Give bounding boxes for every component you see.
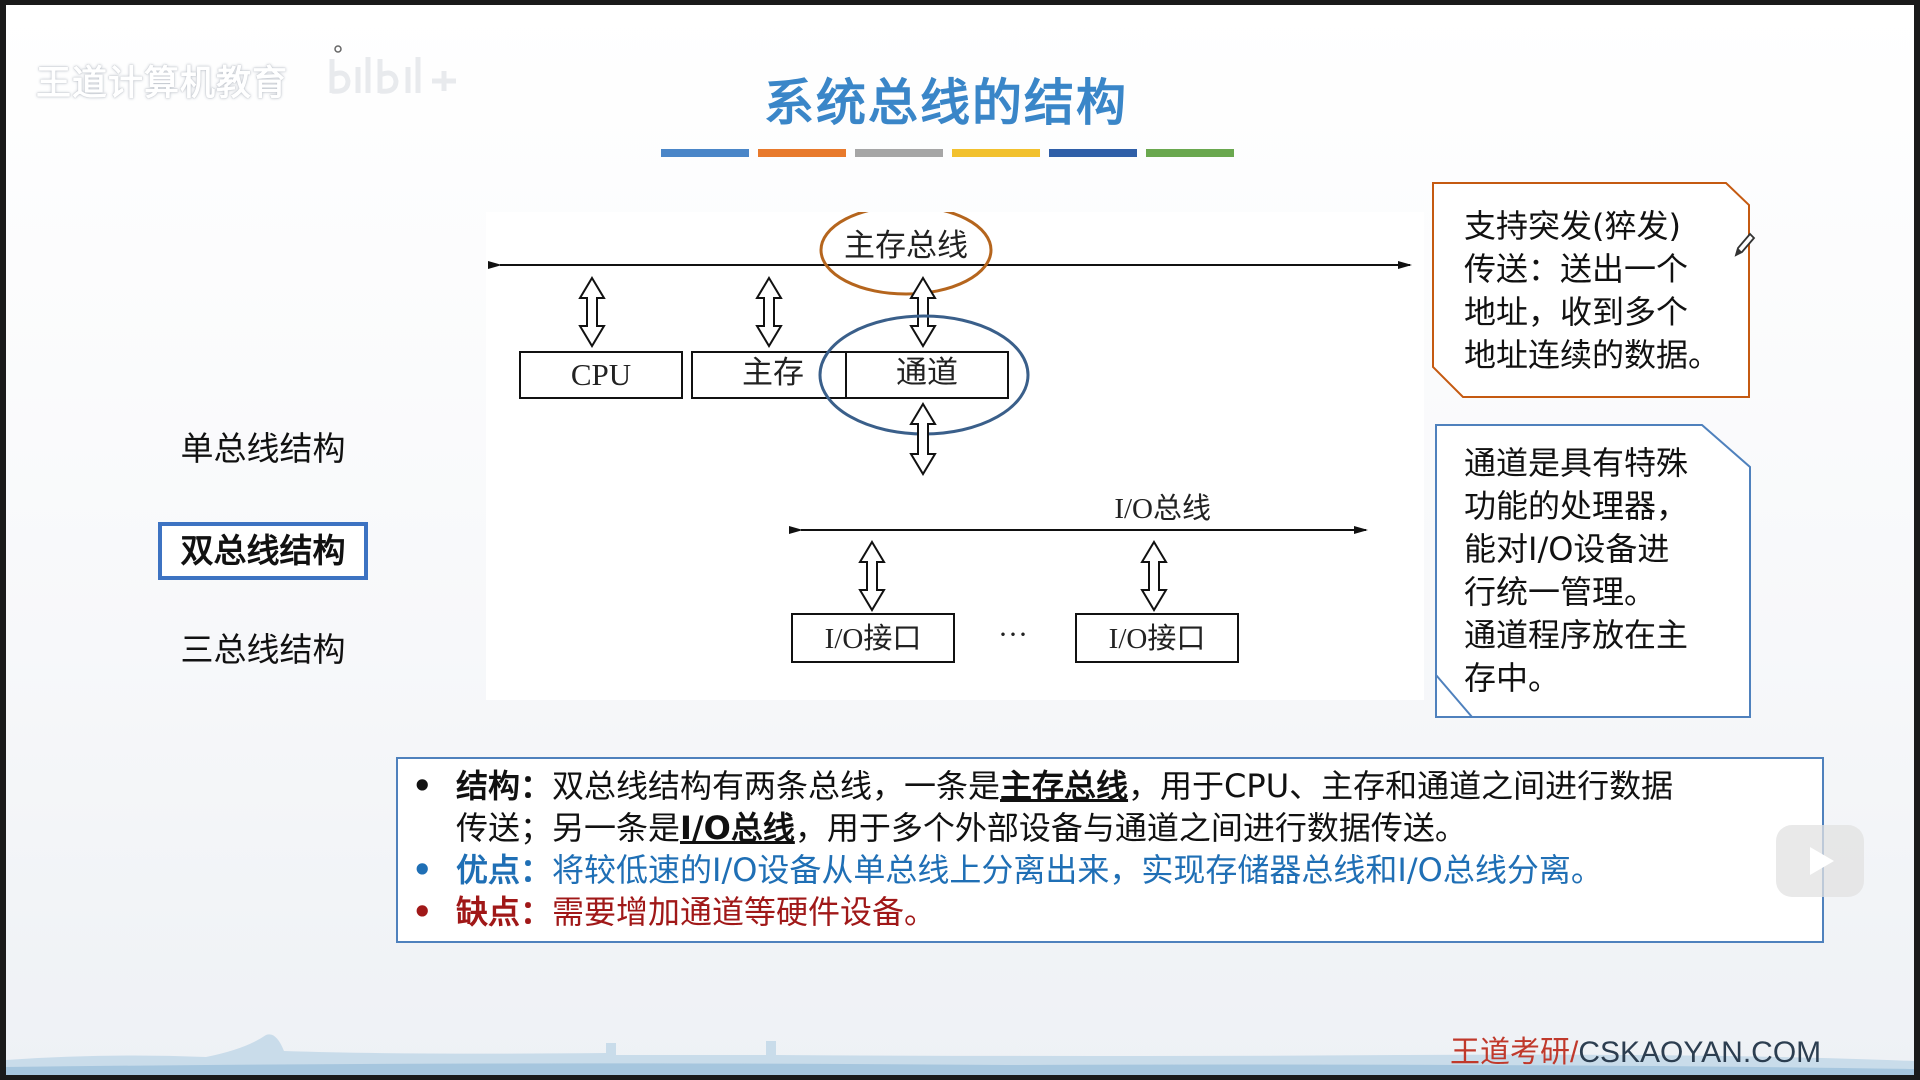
color-segment xyxy=(661,149,749,157)
bullet-dot: • xyxy=(412,893,433,931)
note-line: 通道是具有特殊 xyxy=(1464,444,1689,482)
slide: 王道计算机教育 系统总线的结构 单总线结构 双总线结构 三总线结构 xyxy=(6,5,1914,1075)
note-line: 支持突发(猝发) xyxy=(1464,207,1681,245)
note-line: 能对I/O设备进 xyxy=(1464,530,1670,568)
burst-note-frame xyxy=(1432,182,1750,398)
io-port-1-label: I/O接口 xyxy=(825,622,922,655)
bullet-dot: • xyxy=(412,767,433,805)
skyline-decoration xyxy=(6,1034,1914,1075)
color-segment xyxy=(855,149,943,157)
channel-box xyxy=(845,351,1009,399)
io-port-1-arrow xyxy=(858,540,886,612)
summary-box: • 结构：双总线结构有两条总线，一条是主存总线，用于CPU、主存和通道之间进行数据… xyxy=(396,757,1824,943)
note-line: 地址，收到多个 xyxy=(1464,293,1689,331)
io-port-2-label: I/O接口 xyxy=(1109,622,1206,655)
footer-brand-cn: 王道考研/ xyxy=(1450,1036,1579,1069)
disadvantage-text: 需要增加通道等硬件设备。 xyxy=(552,893,937,931)
io-port-ellipsis: ··· xyxy=(998,618,1028,651)
footer-brand: 王道考研/CSKAOYAN.COM xyxy=(1450,1027,1821,1071)
io-bus-label: I/O总线 xyxy=(1114,492,1211,525)
note-line: 存中。 xyxy=(1464,659,1561,697)
bullet-dot: • xyxy=(412,851,433,889)
slide-title: 系统总线的结构 xyxy=(764,74,1128,132)
note-line: 传送：送出一个 xyxy=(1464,250,1689,288)
channel-note-frame xyxy=(1435,424,1751,718)
watermark-logo: 王道计算机教育 xyxy=(36,64,289,104)
disadvantage-label: 缺点： xyxy=(456,893,553,931)
note-line: 地址连续的数据。 xyxy=(1464,336,1721,374)
advantage-text: 将较低速的I/O设备从单总线上分离出来，实现存储器总线和I/O总线分离。 xyxy=(552,851,1603,889)
color-segment xyxy=(952,149,1040,157)
cpu-box xyxy=(519,351,683,399)
play-icon xyxy=(1810,847,1834,875)
io-bus-term: I/O总线 xyxy=(680,809,795,847)
color-segment xyxy=(758,149,846,157)
disadvantage-bullet: • 缺点：需要增加通道等硬件设备。 xyxy=(412,891,936,933)
memory-label: 主存 xyxy=(742,355,804,390)
channel-label: 通道 xyxy=(896,355,958,390)
note-line: 行统一管理。 xyxy=(1464,573,1657,611)
io-port-2-arrow xyxy=(1140,540,1168,612)
cpu-label: CPU xyxy=(571,357,631,392)
nav-item-dual-bus[interactable]: 双总线结构 xyxy=(158,522,368,580)
burst-transfer-note: 支持突发(猝发) 传送：送出一个 地址，收到多个 地址连续的数据。 xyxy=(1464,205,1720,377)
structure-label: 结构： xyxy=(456,767,553,805)
memory-box xyxy=(691,351,855,399)
nav-item-single-bus[interactable]: 单总线结构 xyxy=(180,429,346,468)
advantage-bullet: • 优点：将较低速的I/O设备从单总线上分离出来，实现存储器总线和I/O总线分离。 xyxy=(412,849,1603,891)
structure-text-b: ，用于CPU、主存和通道之间进行数据 xyxy=(1128,767,1674,805)
note-line: 功能的处理器， xyxy=(1464,487,1689,525)
pen-cursor-icon xyxy=(1734,232,1756,257)
memory-bus-arrow xyxy=(755,276,783,348)
io-port-1-box xyxy=(791,613,955,663)
memory-bus-term: 主存总线 xyxy=(1000,767,1129,805)
bilibili-watermark-icon xyxy=(329,45,456,94)
structure-text-c: 传送；另一条是 xyxy=(456,809,681,847)
cpu-bus-arrow xyxy=(578,276,606,348)
footer-brand-en: CSKAOYAN.COM xyxy=(1578,1036,1822,1069)
io-port-2-box xyxy=(1075,613,1239,663)
advantage-label: 优点： xyxy=(456,851,553,889)
structure-bullet: • 结构：双总线结构有两条总线，一条是主存总线，用于CPU、主存和通道之间进行数据 xyxy=(412,765,1673,807)
structure-bullet-continued: 传送；另一条是I/O总线，用于多个外部设备与通道之间进行数据传送。 xyxy=(412,807,1467,849)
structure-text-d: ，用于多个外部设备与通道之间进行数据传送。 xyxy=(794,809,1467,847)
note-line: 通道程序放在主 xyxy=(1464,616,1689,654)
channel-io-arrow xyxy=(909,402,937,476)
channel-bus-arrow xyxy=(909,276,937,348)
memory-bus-label: 主存总线 xyxy=(844,228,968,263)
dual-bus-diagram: 主存总线 CPU 主存 通道 I/O总线 I/O接口 ··· I/O接口 xyxy=(486,212,1424,700)
structure-text-a: 双总线结构有两条总线，一条是 xyxy=(552,767,1001,805)
play-button[interactable] xyxy=(1776,825,1864,897)
nav-item-triple-bus[interactable]: 三总线结构 xyxy=(180,630,346,669)
channel-description-note: 通道是具有特殊 功能的处理器， 能对I/O设备进 行统一管理。 通道程序放在主 … xyxy=(1464,442,1688,700)
title-color-bar xyxy=(661,149,1241,161)
color-segment xyxy=(1049,149,1137,157)
color-segment xyxy=(1146,149,1234,157)
memory-bus-highlight-ellipse xyxy=(819,212,993,296)
